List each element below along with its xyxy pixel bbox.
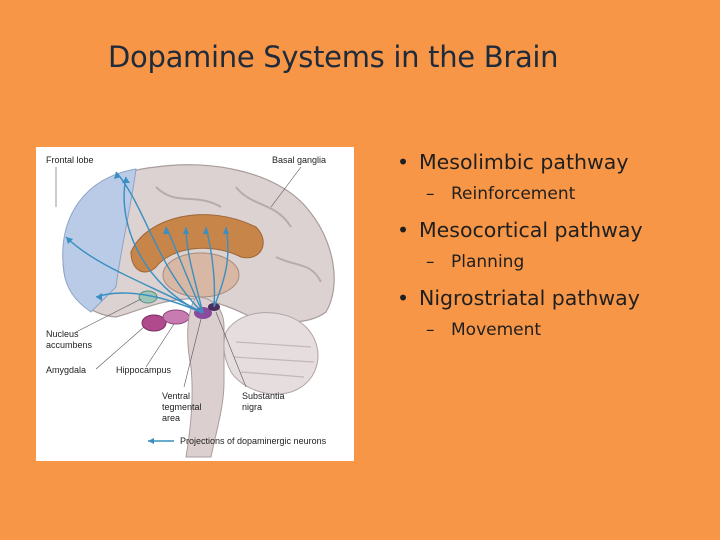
label-basal-ganglia: Basal ganglia — [272, 155, 326, 165]
bullet-item: • Mesolimbic pathway — [395, 150, 705, 174]
bullet-label: Mesolimbic pathway — [419, 150, 629, 174]
bullet-list: • Mesolimbic pathway – Reinforcement • M… — [395, 150, 705, 354]
label-amygdala: Amygdala — [46, 365, 86, 375]
sub-bullet-item: – Reinforcement — [395, 184, 705, 204]
label-hippocampus: Hippocampus — [116, 365, 172, 375]
dopamine-projections — [65, 171, 229, 314]
amygdala-shape — [141, 314, 167, 332]
dash-icon: – — [426, 184, 435, 204]
label-area: area — [162, 413, 180, 423]
bullet-label: Nigrostriatal pathway — [419, 286, 640, 310]
label-tegmental: tegmental — [162, 402, 202, 412]
label-nigra: nigra — [242, 402, 262, 412]
dash-icon: – — [426, 320, 435, 340]
brainstem — [185, 296, 225, 458]
brain-diagram-svg: Frontal lobe Basal ganglia Nucleus accum… — [46, 155, 335, 458]
slide-title: Dopamine Systems in the Brain — [108, 40, 559, 74]
basal-ganglia — [130, 214, 264, 273]
label-accumbens: accumbens — [46, 340, 93, 350]
bullet-label: Mesocortical pathway — [419, 218, 643, 242]
hippocampus-shape — [162, 309, 190, 325]
cerebellum — [223, 312, 319, 395]
frontal-lobe — [62, 168, 137, 313]
sub-bullet-label: Planning — [451, 252, 525, 272]
bullet-dot-icon: • — [397, 286, 410, 310]
label-substantia: Substantia — [242, 391, 285, 401]
legend-label: Projections of dopaminergic neurons — [180, 436, 327, 446]
sub-bullet-label: Movement — [451, 320, 542, 340]
dash-icon: – — [426, 252, 435, 272]
label-frontal-lobe: Frontal lobe — [46, 155, 94, 165]
sub-bullet-label: Reinforcement — [451, 184, 576, 204]
bullet-dot-icon: • — [397, 218, 410, 242]
bullet-item: • Mesocortical pathway — [395, 218, 705, 242]
bullet-item: • Nigrostriatal pathway — [395, 286, 705, 310]
label-nucleus: Nucleus — [46, 329, 79, 339]
label-ventral: Ventral — [162, 391, 190, 401]
sub-bullet-item: – Planning — [395, 252, 705, 272]
sub-bullet-item: – Movement — [395, 320, 705, 340]
brain-diagram: Frontal lobe Basal ganglia Nucleus accum… — [36, 147, 354, 461]
bullet-dot-icon: • — [397, 150, 410, 174]
